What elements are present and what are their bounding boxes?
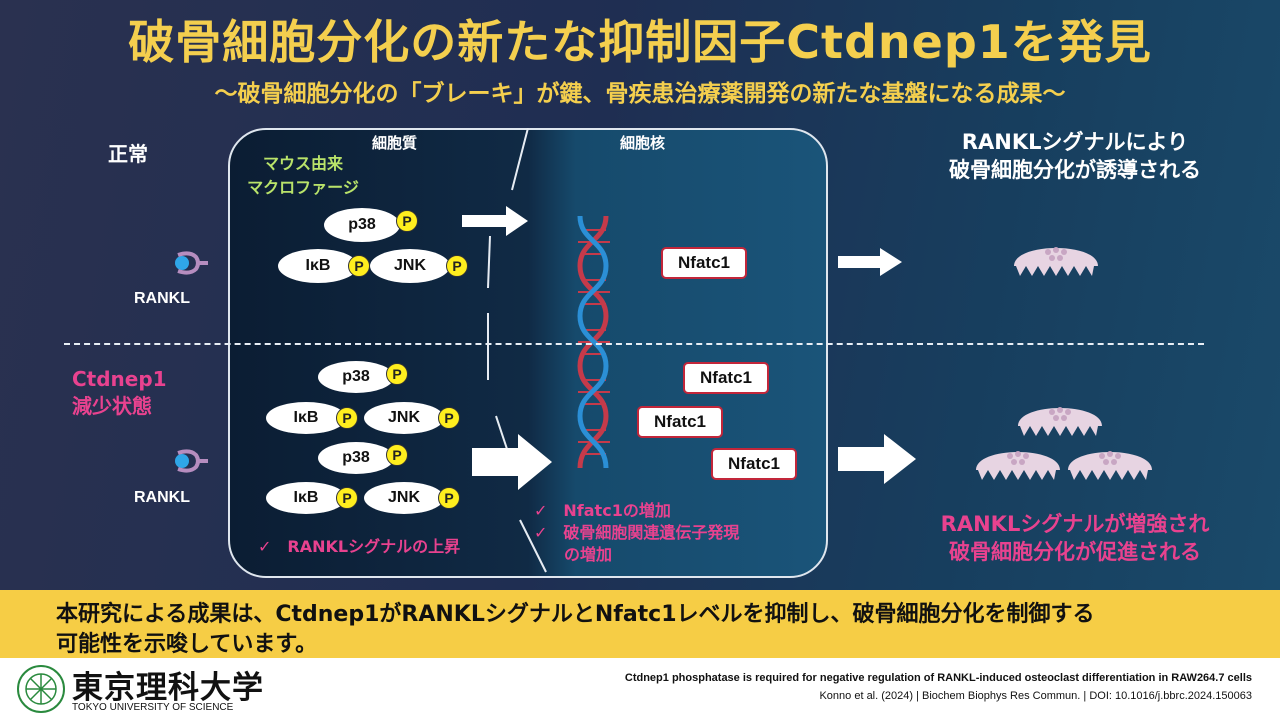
nfatc1-box-ko-2: Nfatc1 <box>637 406 723 438</box>
rankl-label-bottom: RANKL <box>134 489 190 506</box>
protein-jnk-ko-2: JNK <box>364 482 444 514</box>
condition-divider <box>64 343 1204 345</box>
university-logo-text: 東京理科大学 <box>72 670 264 706</box>
paper-citation: Konno et al. (2024) | Biochem Biophys Re… <box>819 690 1252 702</box>
footer: 東京理科大学 TOKYO UNIVERSITY OF SCIENCE Ctdne… <box>0 658 1280 720</box>
cytoplasm-label: 細胞質 <box>372 134 418 152</box>
outcome-normal-line1: RANKLシグナルにより <box>961 130 1189 154</box>
nfatc1-box-ko-3: Nfatc1 <box>711 448 797 480</box>
note-nfatc1-increase: ✓ Nfatc1の増加 <box>534 501 671 520</box>
cell-type-line1: マウス由来 <box>262 154 343 173</box>
outcome-normal-line2: 破骨細胞分化が誘導される <box>949 158 1201 182</box>
rankl-receptor-icon-top <box>175 251 208 275</box>
protein-jnk-ko-1: JNK <box>364 402 444 434</box>
protein-p38-ko-1: p38 <box>318 361 394 393</box>
cell-type-label: マウス由来 マクロファージ <box>232 152 374 200</box>
condition-ctdnep1-line1: Ctdnep1 <box>72 367 167 391</box>
university-seal-icon <box>17 665 65 713</box>
phospho-p38-ko-2: P <box>386 444 408 466</box>
outcome-ko-line2: 破骨細胞分化が促進される <box>949 540 1201 564</box>
note-gene-expression: ✓ 破骨細胞関連遺伝子発現 <box>534 523 740 542</box>
rankl-receptor-icon-bottom <box>175 449 208 473</box>
paper-title: Ctdnep1 phosphatase is required for nega… <box>624 672 1252 684</box>
phospho-jnk-ko-2: P <box>438 487 460 509</box>
protein-p38-ko-2: p38 <box>318 442 394 474</box>
osteoclast-icon-ko-3 <box>1068 451 1152 480</box>
note-rankl-up: ✓ RANKLシグナルの上昇 <box>258 537 461 556</box>
nucleus-label: 細胞核 <box>620 134 666 152</box>
outcome-ko-line1: RANKLシグナルが増強され <box>940 512 1210 536</box>
protein-jnk-normal: JNK <box>370 249 450 283</box>
outcome-ko-text: RANKLシグナルが増強され 破骨細胞分化が促進される <box>900 510 1250 566</box>
phospho-p38-normal: P <box>396 210 418 232</box>
nfatc1-box-ko-1: Nfatc1 <box>683 362 769 394</box>
university-logo-en: TOKYO UNIVERSITY OF SCIENCE <box>72 702 234 713</box>
conclusion-line2: 可能性を示唆しています。 <box>56 632 318 657</box>
outcome-normal-text: RANKLシグナルにより 破骨細胞分化が誘導される <box>900 128 1250 184</box>
phospho-ikb-ko-2: P <box>336 487 358 509</box>
osteoclast-icon-normal <box>1014 247 1098 276</box>
dna-helix-icon <box>577 216 610 469</box>
page-title: 破骨細胞分化の新たな抑制因子Ctdnep1を発見 <box>128 15 1152 69</box>
arrow-outcome-normal <box>838 248 902 276</box>
conclusion-bar: 本研究による成果は、Ctdnep1がRANKLシグナルとNfatc1レベルを抑制… <box>0 590 1280 658</box>
rankl-label-top: RANKL <box>134 290 190 307</box>
phospho-ikb-ko-1: P <box>336 407 358 429</box>
note-nucleus: ✓ Nfatc1の増加 ✓ 破骨細胞関連遺伝子発現 の増加 <box>534 500 739 566</box>
arrow-cyto-to-nucleus-ko <box>472 434 552 490</box>
condition-ctdnep1-line2: 減少状態 <box>72 394 152 418</box>
protein-ikb-ko-1: IκB <box>266 402 346 434</box>
protein-p38-normal: p38 <box>324 208 400 242</box>
cell-type-line2: マクロファージ <box>247 178 359 197</box>
osteoclast-icon-ko-1 <box>1018 407 1102 436</box>
osteoclast-icon-ko-2 <box>976 451 1060 480</box>
condition-normal-label: 正常 <box>108 142 148 166</box>
arrow-cyto-to-nucleus-normal <box>462 206 528 236</box>
page-subtitle: 〜破骨細胞分化の「ブレーキ」が鍵、骨疾患治療薬開発の新たな基盤になる成果〜 <box>214 81 1066 107</box>
phospho-ikb-normal: P <box>348 255 370 277</box>
nfatc1-box-normal: Nfatc1 <box>661 247 747 279</box>
slide-background: 破骨細胞分化の新たな抑制因子Ctdnep1を発見 〜破骨細胞分化の「ブレーキ」が… <box>0 0 1280 590</box>
phospho-jnk-normal: P <box>446 255 468 277</box>
condition-ctdnep1-label: Ctdnep1 減少状態 <box>72 366 167 420</box>
conclusion-line1: 本研究による成果は、Ctdnep1がRANKLシグナルとNfatc1レベルを抑制… <box>56 602 1095 627</box>
protein-ikb-ko-2: IκB <box>266 482 346 514</box>
phospho-jnk-ko-1: P <box>438 407 460 429</box>
note-gene-expression-cont: の増加 <box>564 545 613 564</box>
phospho-p38-ko-1: P <box>386 363 408 385</box>
arrow-outcome-ko <box>838 434 916 484</box>
protein-ikb-normal: IκB <box>278 249 358 283</box>
